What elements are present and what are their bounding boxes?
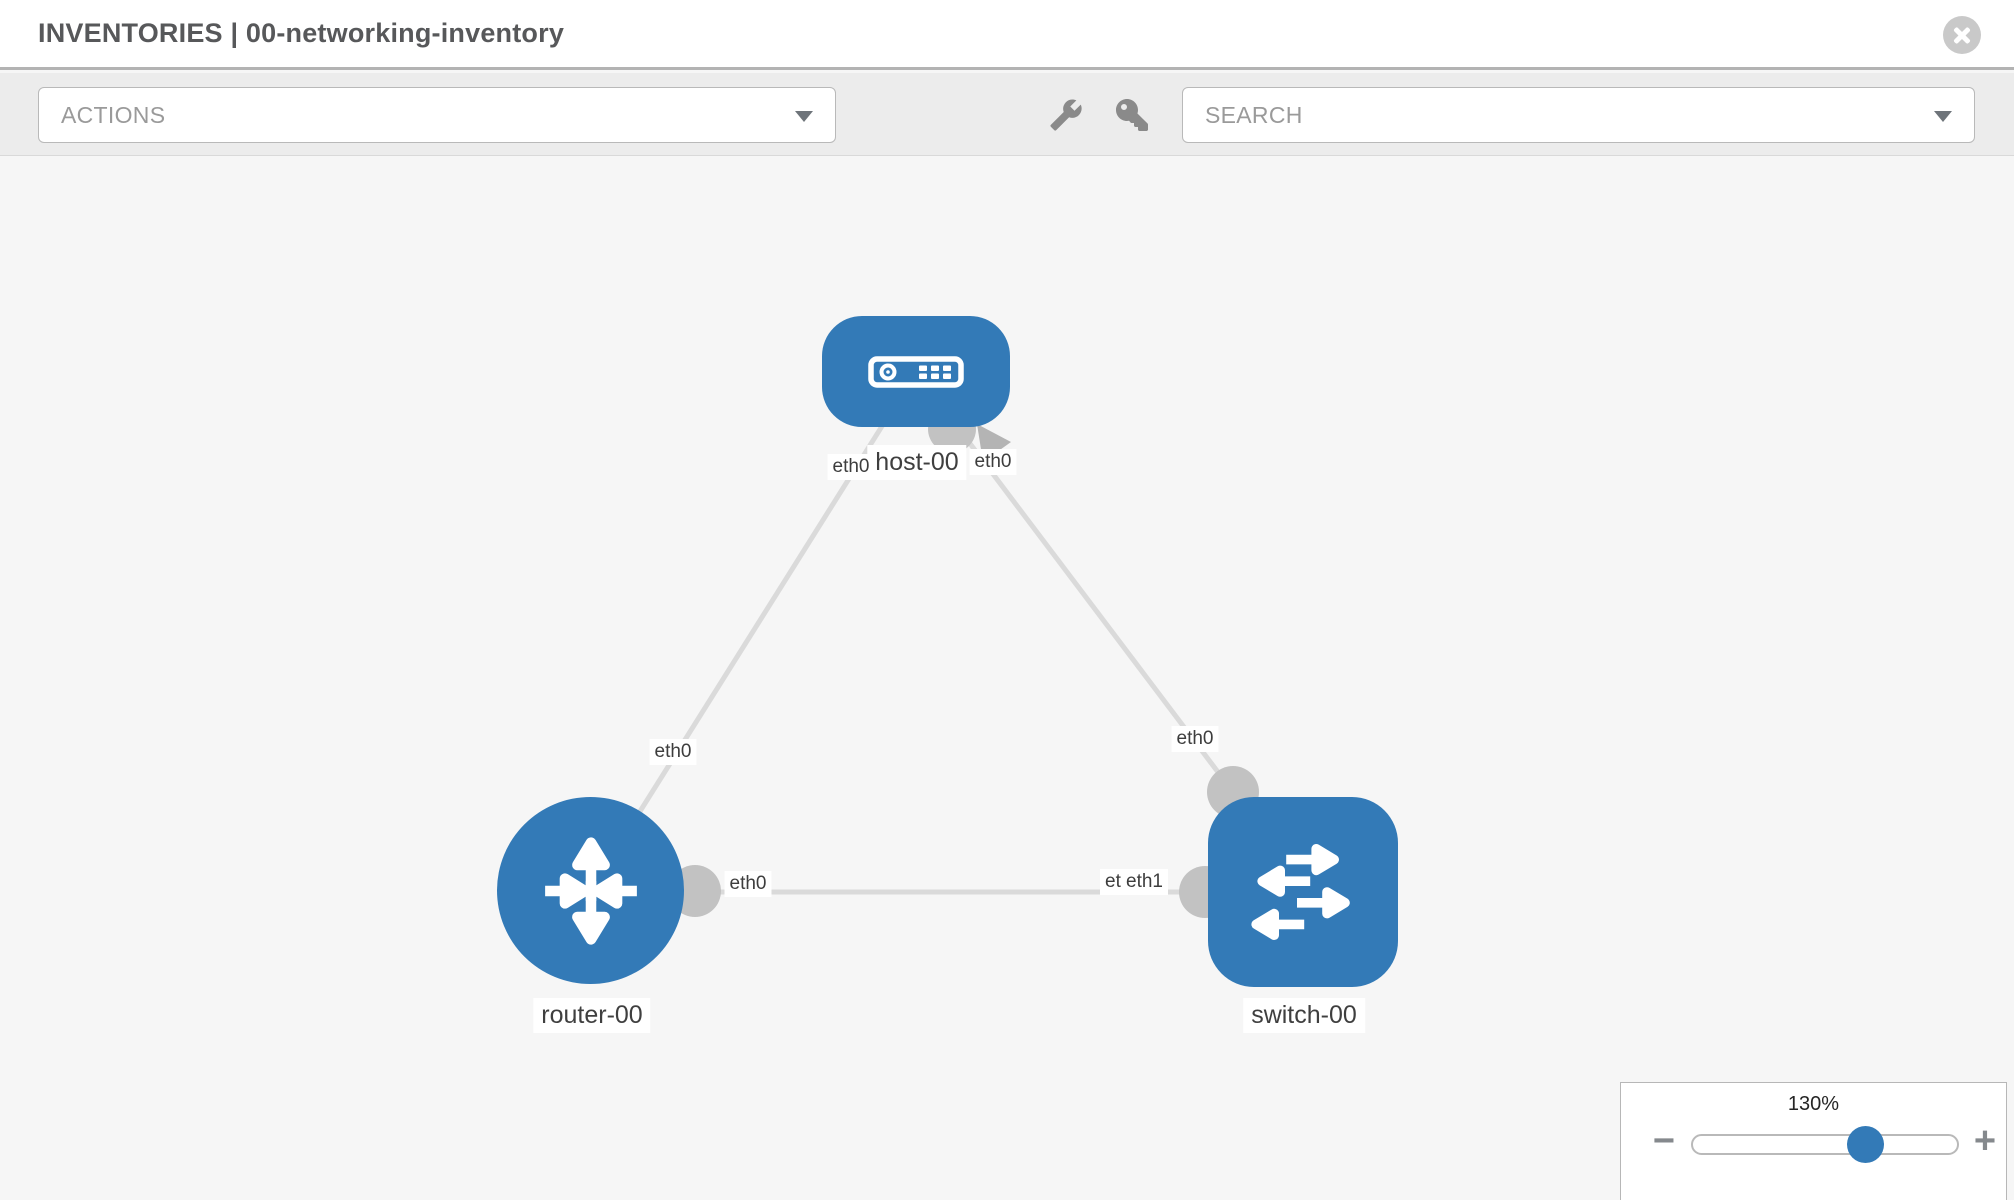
interface-label-host-eth0-left: eth0 [827, 454, 875, 480]
node-switch-00[interactable] [1208, 797, 1398, 987]
actions-dropdown[interactable]: ACTIONS [38, 87, 836, 143]
credentials-button[interactable] [1112, 99, 1152, 131]
chevron-down-icon [795, 111, 813, 122]
interface-label-router-eth0-up: eth0 [649, 739, 697, 765]
interface-label-switch-eth1: eth1 [1121, 869, 1168, 895]
actions-dropdown-label: ACTIONS [61, 102, 166, 128]
node-label-host: host-00 [867, 445, 967, 480]
interface-label-router-eth0: eth0 [724, 871, 772, 897]
zoom-level-value: 130% [1787, 1093, 1840, 1115]
router-icon [544, 836, 637, 945]
tools-button[interactable] [1048, 98, 1084, 132]
search-dropdown[interactable]: SEARCH [1182, 87, 1975, 143]
search-dropdown-label: SEARCH [1205, 102, 1303, 128]
zoom-out-button[interactable]: − [1652, 1120, 1676, 1162]
zoom-slider-knob[interactable] [1847, 1126, 1884, 1163]
zoom-slider-track[interactable] [1691, 1134, 1959, 1155]
page-title: INVENTORIES | 00-networking-inventory [38, 18, 565, 48]
zoom-control-panel: 130% − + [1620, 1082, 2007, 1200]
toolbar: ACTIONS SEARCH [0, 73, 2014, 156]
server-icon [868, 355, 964, 388]
chevron-down-icon [1934, 111, 1952, 122]
close-icon[interactable] [1943, 16, 1981, 54]
interface-label-host-eth0-right: eth0 [969, 449, 1017, 475]
topology-links-layer [587, 370, 1303, 918]
node-label-switch: switch-00 [1243, 998, 1365, 1033]
node-host-00[interactable] [822, 316, 1010, 427]
switch-icon [1251, 844, 1350, 940]
wrench-icon [1050, 99, 1082, 131]
interface-label-switch-eth0-up: eth0 [1171, 726, 1219, 752]
header: INVENTORIES | 00-networking-inventory [0, 0, 2014, 70]
node-label-router: router-00 [533, 998, 651, 1033]
topology-canvas[interactable]: host-00 router-00 switch-00 eth0 eth0 et… [0, 157, 2014, 1200]
node-router-00[interactable] [497, 797, 684, 984]
zoom-in-button[interactable]: + [1973, 1120, 1997, 1162]
key-icon [1116, 99, 1148, 131]
